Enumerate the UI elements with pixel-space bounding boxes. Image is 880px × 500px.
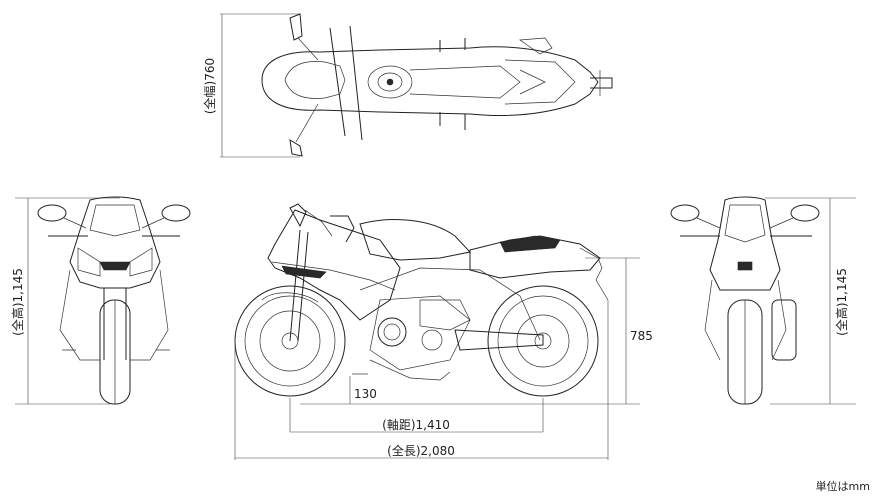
- rear-height-label: (全高)1,145: [834, 268, 849, 336]
- width-label: (全幅)760: [202, 58, 217, 114]
- overall-length-label: (全長)2,080: [387, 443, 455, 458]
- front-view: (全高)1,145: [10, 196, 191, 405]
- unit-note: 単位はmm: [815, 480, 870, 493]
- wheelbase-label: (軸距)1,410: [382, 418, 450, 432]
- seat-height-label: 785: [630, 329, 653, 343]
- front-height-label: (全高)1,145: [10, 268, 25, 336]
- side-view: 130 785 (軸距)1,410 (全長)2,080: [234, 203, 653, 460]
- rear-view: (全高)1,145: [670, 196, 856, 405]
- top-view: (全幅)760: [202, 13, 613, 158]
- ground-clearance-label: 130: [354, 387, 377, 401]
